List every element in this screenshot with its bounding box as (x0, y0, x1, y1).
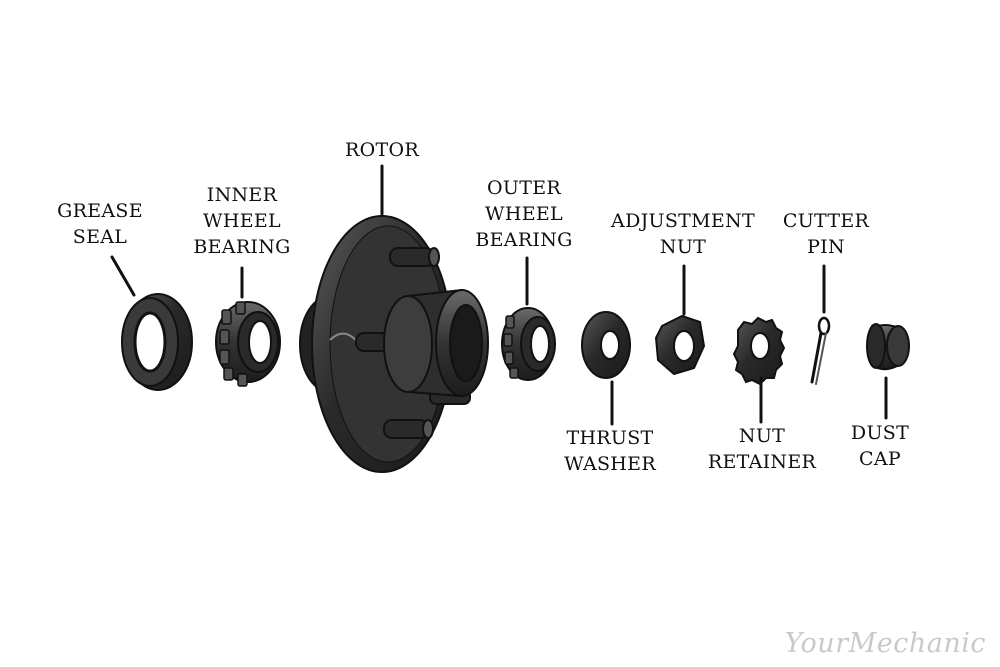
cotter-pin-label: CUTTER PIN (782, 210, 870, 258)
dust-cap-label: DUST CAP (850, 422, 910, 470)
rotor-part (299, 215, 489, 473)
outer-wheel-bearing-part (501, 307, 556, 381)
adjustment-nut-label: ADJUSTMENT NUT (611, 210, 755, 258)
grease-seal-part (121, 293, 193, 391)
rotor-label: ROTOR (345, 139, 419, 161)
nut-retainer-part (732, 316, 786, 386)
nut-retainer-label: NUT RETAINER (707, 425, 817, 473)
inner-wheel-bearing-part (215, 301, 281, 387)
adjustment-nut-part (654, 314, 706, 376)
inner-wheel-bearing-label: INNER WHEEL BEARING (193, 184, 291, 258)
dust-cap-part (866, 323, 910, 371)
thrust-washer-part (581, 311, 631, 379)
yourmechanic-watermark: YourMechanic (784, 628, 986, 659)
thrust-washer-label: THRUST WASHER (564, 427, 656, 475)
cotter-pin-part (810, 316, 831, 385)
outer-wheel-bearing-label: OUTER WHEEL BEARING (475, 177, 573, 251)
grease-seal-label: GREASE SEAL (57, 200, 143, 248)
grease-seal-leader (110, 255, 136, 297)
